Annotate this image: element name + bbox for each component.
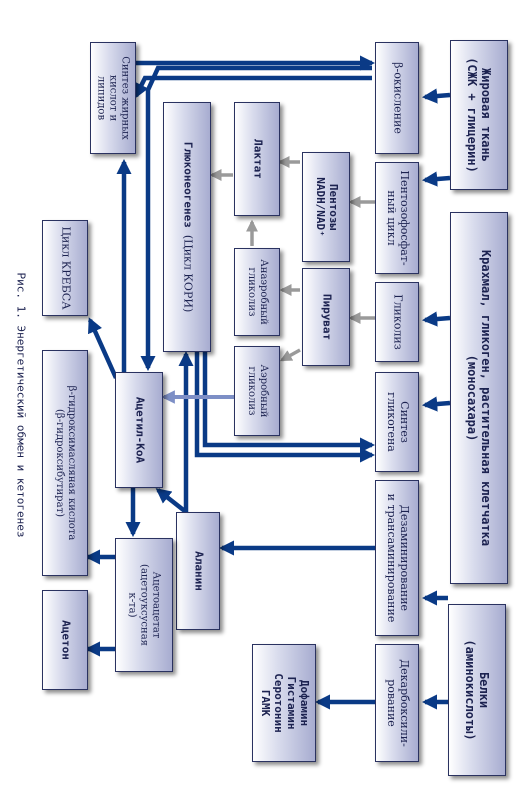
arrow-fat-to-betaox	[421, 88, 451, 104]
pentose-cycle-label: Пентозофосфат- ный цикл	[385, 170, 411, 266]
arrow-carbs-to-glycolysis	[421, 311, 451, 327]
acetyl-coa-box: Ацетил-КоА	[115, 372, 163, 488]
arrow-alanine-to-acetylcoa	[155, 488, 188, 514]
aerobic-box: Аэробный гликолиз	[234, 346, 280, 436]
amines-label: Дофамин Гистамин Серотонин ГАМК	[259, 673, 311, 733]
arrow-carbs-to-glycogen	[421, 396, 451, 412]
deamination-box: Дезаминирование и трансаминирование	[375, 480, 419, 636]
fatty-acid-synthesis-box: Синтез жирных кислот и липидов	[90, 42, 136, 154]
pyruvate-box: Пируват	[302, 268, 350, 366]
fat-tissue-box: Жировая ткань (СЖК + глицерин)	[450, 40, 508, 190]
carbs-label: Крахмал, гликоген, растительная клетчатк…	[465, 249, 494, 547]
pentoses-box: Пентозы NADH/NAD⁺	[302, 152, 350, 262]
proteins-label: Белки (аминокислоты)	[463, 639, 492, 741]
arrow-gluconeo-to-glycolysis	[202, 352, 376, 453]
decarboxylation-label: Декарбоксили- рование	[385, 659, 411, 747]
acetyl-coa-label: Ацетил-КоА	[133, 396, 147, 464]
glycolysis-box: Гликолиз	[375, 282, 419, 362]
proteins-box: Белки (аминокислоты)	[448, 604, 506, 776]
glycogen-synthesis-label: Синтез гликогена	[385, 392, 411, 452]
anaerobic-box: Анаэробный гликолиз	[234, 248, 280, 336]
fat-tissue-label: Жировая ткань (СЖК + глицерин)	[465, 57, 494, 173]
arrow-betaox-to-acetylcoa	[140, 65, 372, 372]
beta-oxidation-box: β-окисление	[375, 42, 419, 154]
figure-caption: Рис. 1. Энергетический обмен и кетогенез	[7, 240, 33, 570]
figure-caption-text: Рис. 1. Энергетический обмен и кетогенез	[14, 272, 28, 538]
pentoses-label: Пентозы NADH/NAD⁺	[314, 177, 340, 237]
alanine-label: Аланин	[192, 551, 206, 591]
gluconeogenesis-subtitle: (Цикл КОРИ)	[181, 234, 195, 313]
acetone-label: Ацетон	[59, 620, 73, 660]
acetoacetate-label: Ацетоацетат (ацетоуксусная к-та)	[127, 564, 162, 646]
arrow-acetylcoa-to-krebs	[87, 317, 119, 379]
gluconeogenesis-box: Глюконеогенез (Цикл КОРИ)	[163, 102, 211, 352]
gluconeogenesis-title: Глюконеогенез	[181, 141, 195, 228]
amines-box: Дофамин Гистамин Серотонин ГАМК	[252, 644, 316, 762]
aerobic-label: Аэробный гликолиз	[246, 364, 269, 418]
krebs-label: Цикл КРЕБСА	[59, 226, 73, 310]
glycogen-synthesis-box: Синтез гликогена	[375, 372, 419, 472]
arrow-betaox-to-fasynth	[133, 75, 372, 99]
alanine-box: Аланин	[176, 512, 220, 630]
deamination-label: Дезаминирование и трансаминирование	[385, 493, 411, 623]
arrow-gluconeo-to-glycogen	[194, 352, 376, 463]
arrow-carbs-to-pentose	[421, 171, 451, 187]
arrow-pyruvate-to-aerobic	[279, 348, 301, 362]
anaerobic-label: Анаэробный гликолиз	[246, 259, 269, 325]
gluconeogenesis-label: Глюконеогенез (Цикл КОРИ)	[181, 142, 194, 313]
glycolysis-label: Гликолиз	[391, 294, 405, 350]
decarboxylation-box: Декарбоксили- рование	[375, 644, 419, 762]
pyruvate-label: Пируват	[320, 293, 334, 341]
hydroxybutyric-label: β-гидроксимасляная кислота (β-гидроксибу…	[54, 385, 77, 541]
lactate-label: Лактат	[251, 139, 265, 179]
acetone-box: Ацетон	[42, 590, 88, 690]
krebs-box: Цикл КРЕБСА	[42, 220, 88, 316]
acetoacetate-box: Ацетоацетат (ацетоуксусная к-та)	[115, 538, 173, 672]
beta-oxidation-label: β-окисление	[391, 62, 405, 134]
pentose-cycle-box: Пентозофосфат- ный цикл	[375, 162, 419, 274]
carbs-box: Крахмал, гликоген, растительная клетчатк…	[450, 212, 508, 584]
hydroxybutyric-box: β-гидроксимасляная кислота (β-гидроксибу…	[42, 350, 88, 576]
lactate-box: Лактат	[234, 102, 280, 216]
fatty-acid-synthesis-label: Синтез жирных кислот и липидов	[96, 56, 131, 140]
